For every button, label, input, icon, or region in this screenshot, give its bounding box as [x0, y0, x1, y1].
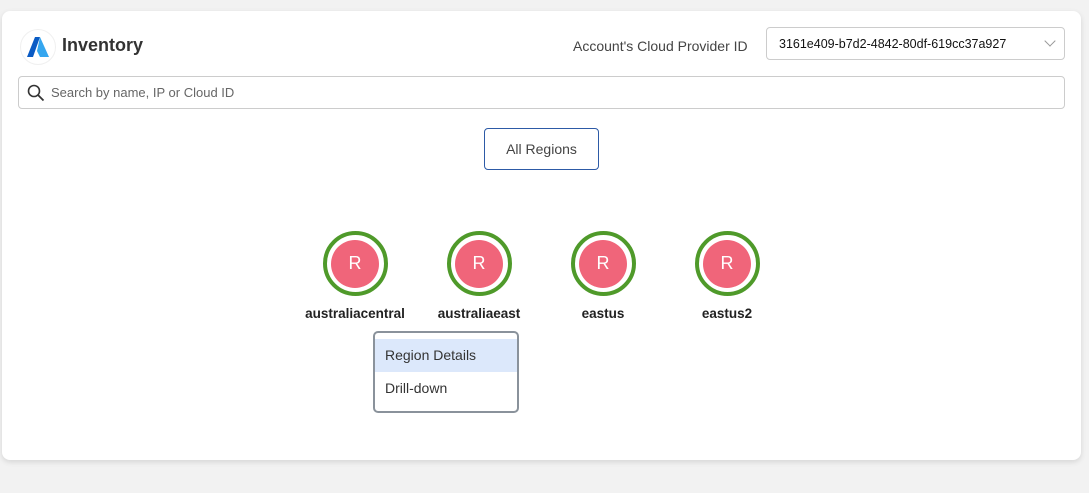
- region-name: eastus: [581, 306, 625, 321]
- region-badge: R: [331, 239, 379, 288]
- cloud-provider-select[interactable]: 3161e409-b7d2-4842-80df-619cc37a927: [766, 27, 1065, 60]
- page-title: Inventory: [62, 35, 144, 55]
- context-menu: Region Details Drill-down: [373, 331, 519, 413]
- account-label: Account's Cloud Provider ID: [573, 38, 748, 54]
- region-name: eastus2: [701, 306, 753, 321]
- all-regions-button[interactable]: All Regions: [484, 128, 599, 170]
- search-input[interactable]: Search by name, IP or Cloud ID: [18, 76, 1065, 109]
- region-name: australiacentral: [305, 306, 405, 321]
- region-name: australiaeast: [437, 306, 521, 321]
- inventory-card: Inventory Account's Cloud Provider ID 31…: [2, 11, 1081, 460]
- region-badge: R: [703, 239, 751, 288]
- menu-item-drill-down[interactable]: Drill-down: [385, 380, 448, 396]
- search-icon: [27, 84, 45, 101]
- menu-item-region-details[interactable]: Region Details: [375, 339, 517, 372]
- cloud-provider-value: 3161e409-b7d2-4842-80df-619cc37a927: [779, 36, 1007, 51]
- chevron-down-icon: [1044, 35, 1056, 47]
- azure-logo-icon: [20, 29, 56, 65]
- region-badge: R: [579, 239, 627, 288]
- region-badge: R: [455, 239, 503, 288]
- search-placeholder: Search by name, IP or Cloud ID: [51, 85, 235, 100]
